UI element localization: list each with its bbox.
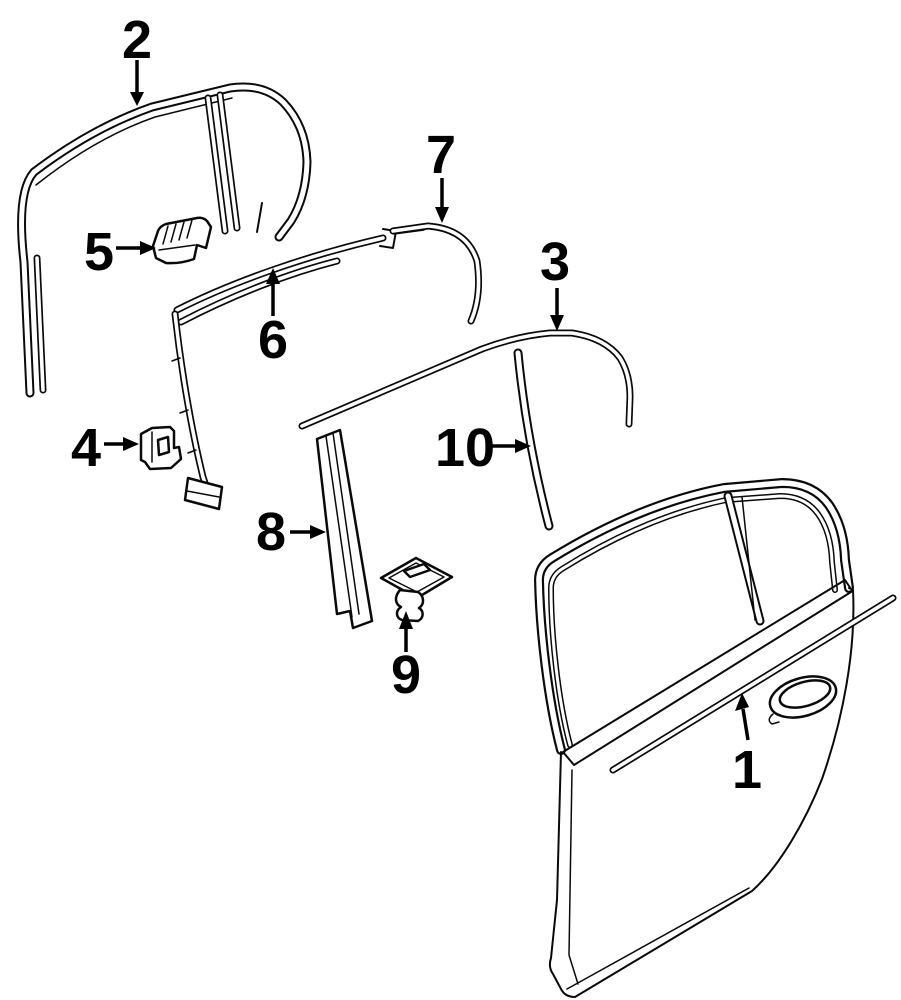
part-label-3: 3: [540, 232, 570, 292]
arrow-2: [130, 60, 144, 106]
part-label-9: 9: [391, 645, 421, 705]
arrow-8: [290, 525, 326, 539]
arrow-5: [116, 241, 156, 255]
part-ribbed-clip: [151, 216, 213, 265]
callout-labels: 2 5 7 3 6 4 10 8 9 1: [71, 10, 762, 800]
part-rear-guide-strip: [518, 353, 549, 526]
arrow-4: [104, 437, 139, 451]
arrow-1: [735, 693, 750, 741]
part-label-5: 5: [84, 222, 114, 282]
arrow-10: [492, 439, 531, 453]
door-shell: [539, 483, 893, 998]
part-window-guide-molding: [171, 228, 397, 511]
arrow-3: [550, 288, 564, 331]
part-label-10: 10: [435, 418, 495, 478]
arrow-9: [399, 611, 413, 652]
part-label-1: 1: [732, 740, 762, 800]
part-grommet-plug: [379, 556, 454, 623]
part-window-frame-seal: [22, 87, 307, 393]
part-label-6: 6: [258, 310, 288, 370]
door-handle-cutout: [768, 675, 838, 725]
part-upper-trim-molding: [302, 333, 630, 426]
arrow-6: [266, 268, 280, 316]
part-label-7: 7: [426, 125, 456, 185]
callout-arrows: [104, 60, 750, 741]
part-label-4: 4: [71, 418, 101, 478]
part-label-2: 2: [122, 10, 152, 70]
part-label-8: 8: [256, 502, 286, 562]
part-window-guide-channel: [315, 428, 374, 630]
part-corner-trim-strip: [393, 226, 479, 321]
part-retainer-clip: [139, 425, 183, 471]
arrow-7: [435, 178, 449, 223]
